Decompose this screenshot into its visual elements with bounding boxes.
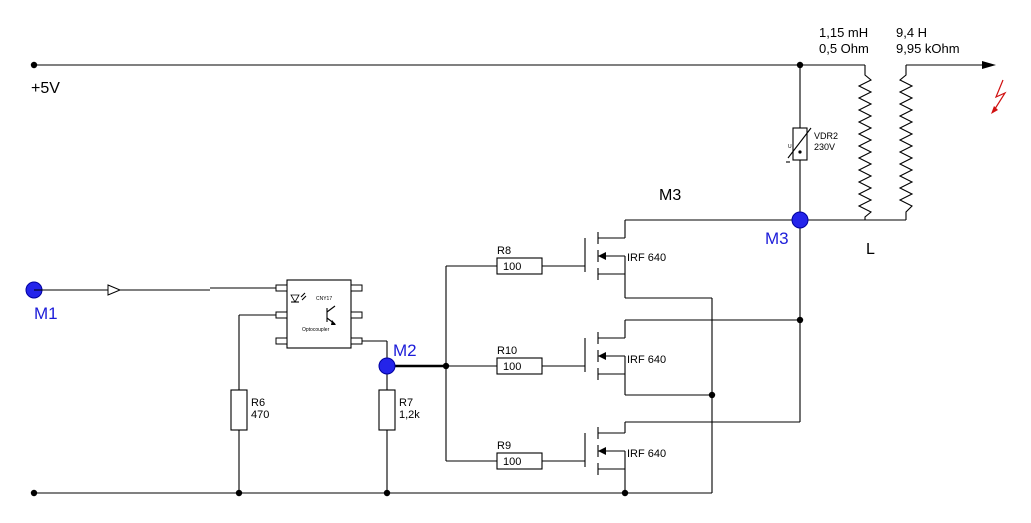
primary-inductance: 1,15 mH	[819, 25, 868, 40]
vdr-u: U	[788, 144, 792, 150]
r8-name: R8	[497, 245, 511, 257]
mosfet-1-part: IRF 640	[627, 252, 666, 264]
opto-caption: Optocoupler	[302, 327, 330, 333]
resistor-r6	[230, 389, 248, 493]
probe-m3-label: M3	[765, 229, 789, 248]
r7-name: R7	[399, 397, 413, 409]
mosfet-2	[584, 320, 626, 395]
input-wire	[34, 284, 276, 296]
r6-value: 470	[251, 409, 269, 421]
lightning-icon	[991, 79, 1007, 114]
vcc-rail	[30, 61, 865, 69]
m3-top-label: M3	[659, 187, 681, 204]
primary-resistance: 0,5 Ohm	[819, 41, 869, 56]
mosfet-1	[584, 220, 626, 298]
opto-part: CNY17	[316, 296, 332, 302]
ignition-coil	[800, 61, 996, 221]
m2-node	[386, 364, 446, 390]
r7-value: 1,2k	[399, 409, 420, 421]
led-icon	[290, 292, 307, 303]
r10-value: 100	[503, 361, 521, 373]
vdr-name: VDR2	[814, 131, 838, 141]
vcc-label: +5V	[31, 80, 60, 97]
output-arrow-icon	[982, 61, 996, 69]
mosfet-3-part: IRF 640	[627, 448, 666, 460]
probe-m2-label: M2	[393, 341, 417, 360]
varistor-vdr2	[786, 65, 812, 220]
r9-value: 100	[503, 456, 521, 468]
gate-bus	[442, 265, 585, 462]
probe-m1-label: M1	[34, 304, 58, 323]
mosfet-2-part: IRF 640	[627, 354, 666, 366]
r10-name: R10	[497, 345, 517, 357]
power-wiring	[625, 219, 804, 493]
r6-name: R6	[251, 397, 265, 409]
ground-rail	[30, 489, 712, 497]
resistor-r7	[378, 389, 396, 493]
secondary-resistance: 9,95 kOhm	[896, 41, 960, 56]
r9-name: R9	[497, 440, 511, 452]
optocoupler: CNY17 Optocoupler	[275, 279, 363, 349]
vdr-voltage: 230V	[814, 142, 835, 152]
opto-wiring	[238, 314, 388, 390]
r8-value: 100	[503, 261, 521, 273]
resistor-r8	[496, 257, 543, 275]
probe-m2[interactable]	[378, 357, 396, 375]
resistor-r9	[496, 452, 543, 470]
phototransistor-icon	[326, 305, 336, 325]
coil-label: L	[866, 241, 875, 258]
resistor-r10	[496, 357, 543, 375]
signal-arrow-icon	[107, 284, 122, 296]
secondary-inductance: 9,4 H	[896, 25, 927, 40]
mosfet-3	[584, 422, 626, 493]
probe-m3[interactable]	[791, 211, 809, 229]
